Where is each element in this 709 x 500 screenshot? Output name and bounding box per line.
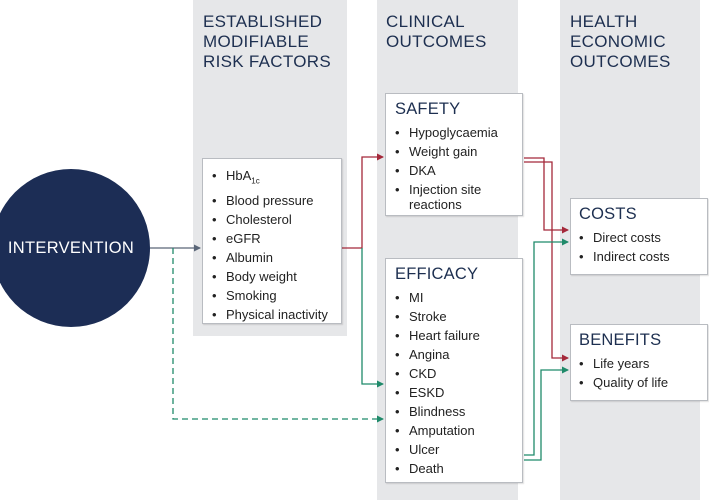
efficacy-item: Death — [395, 459, 522, 478]
risk-factor-item: Blood pressure — [212, 191, 341, 210]
risk-factor-hba1c: HbA1c — [212, 166, 341, 191]
arrow-safety-to-costs — [524, 157, 569, 234]
costs-item: Indirect costs — [579, 247, 707, 266]
costs-box: COSTS Direct costs Indirect costs — [570, 198, 708, 275]
efficacy-list: MI Stroke Heart failure Angina CKD ESKD … — [395, 288, 522, 478]
hba1c-subscript: 1c — [251, 176, 260, 186]
costs-item: Direct costs — [579, 228, 707, 247]
efficacy-item: Angina — [395, 345, 522, 364]
safety-item: Injection site reactions — [395, 180, 499, 212]
benefits-title: BENEFITS — [579, 331, 662, 349]
efficacy-item: Amputation — [395, 421, 522, 440]
risk-factor-item: eGFR — [212, 229, 341, 248]
heading-clinical-outcomes: CLINICAL OUTCOMES — [386, 12, 487, 51]
efficacy-item: MI — [395, 288, 522, 307]
risk-factor-item: Smoking — [212, 286, 341, 305]
safety-list: Hypoglycaemia Weight gain DKA Injection … — [395, 123, 522, 212]
arrow-intervention-to-efficacy-dashed — [172, 248, 384, 423]
benefits-list: Life years Quality of life — [579, 354, 707, 392]
arrow-risk-factors-to-safety — [342, 153, 384, 249]
efficacy-item: Heart failure — [395, 326, 522, 345]
costs-title: COSTS — [579, 205, 637, 223]
intervention-circle: INTERVENTION — [0, 169, 150, 327]
benefits-item: Life years — [579, 354, 707, 373]
safety-box: SAFETY Hypoglycaemia Weight gain DKA Inj… — [385, 93, 523, 216]
risk-factors-box: HbA1c Blood pressure Cholesterol eGFR Al… — [202, 158, 342, 324]
safety-item: DKA — [395, 161, 522, 180]
benefits-box: BENEFITS Life years Quality of life — [570, 324, 708, 401]
efficacy-title: EFFICACY — [395, 265, 479, 283]
efficacy-item: Blindness — [395, 402, 522, 421]
heading-risk-factors: ESTABLISHED MODIFIABLE RISK FACTORS — [203, 12, 331, 71]
efficacy-item: Ulcer — [395, 440, 522, 459]
risk-factor-item: Physical inactivity — [212, 305, 341, 324]
efficacy-item: CKD — [395, 364, 522, 383]
costs-list: Direct costs Indirect costs — [579, 228, 707, 266]
benefits-item: Quality of life — [579, 373, 707, 392]
safety-title: SAFETY — [395, 100, 461, 118]
arrow-efficacy-to-costs — [524, 238, 569, 456]
risk-factor-item: Body weight — [212, 267, 341, 286]
arrow-safety-to-benefits — [524, 161, 569, 362]
heading-health-economic-outcomes: HEALTH ECONOMIC OUTCOMES — [570, 12, 671, 71]
intervention-label: INTERVENTION — [7, 238, 135, 257]
efficacy-item: ESKD — [395, 383, 522, 402]
risk-factors-list: HbA1c Blood pressure Cholesterol eGFR Al… — [212, 166, 341, 324]
safety-item: Weight gain — [395, 142, 522, 161]
safety-item: Hypoglycaemia — [395, 123, 522, 142]
efficacy-box: EFFICACY MI Stroke Heart failure Angina … — [385, 258, 523, 483]
arrow-risk-factors-to-efficacy — [361, 248, 384, 388]
arrow-efficacy-to-benefits — [524, 366, 569, 461]
risk-factor-item: Albumin — [212, 248, 341, 267]
risk-factor-item: Cholesterol — [212, 210, 341, 229]
hba1c-text: HbA — [226, 168, 252, 183]
efficacy-item: Stroke — [395, 307, 522, 326]
